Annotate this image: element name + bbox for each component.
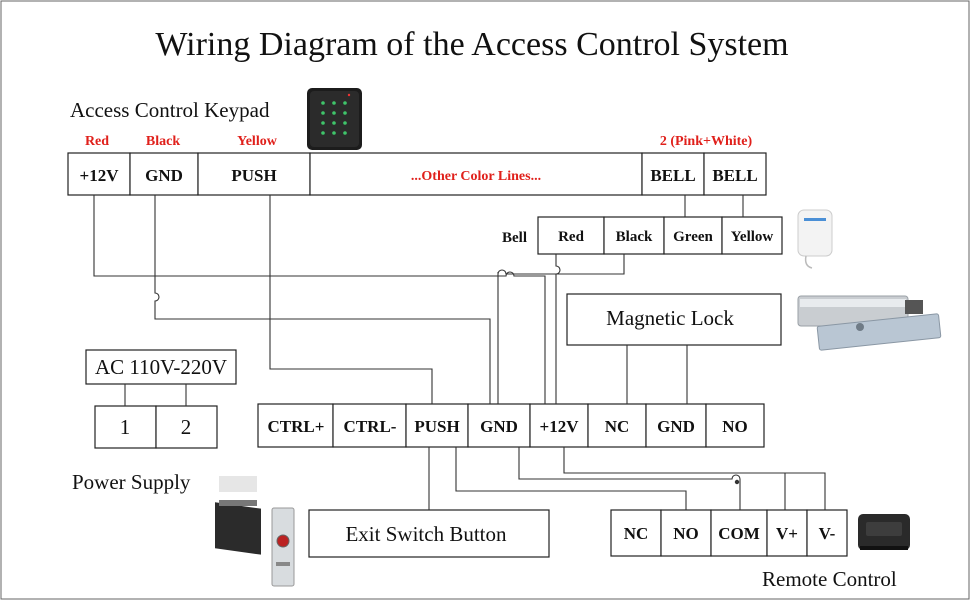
remote-terminal-vplus xyxy=(766,509,808,557)
ac-input-box xyxy=(85,349,237,385)
ac-terminal-2-text: 2 xyxy=(181,415,192,439)
keypad-terminal-strip: +12V GND PUSH ...Other Color Lines... BE… xyxy=(67,152,767,196)
bell-red-text: Red xyxy=(558,229,584,245)
wiring-lines xyxy=(93,195,826,510)
keypad-bell1-text: BELL xyxy=(650,166,695,185)
keypad-bell2-text: BELL xyxy=(712,166,757,185)
wire-color-bell: 2 (Pink+White) xyxy=(660,134,753,149)
bell-terminal-green xyxy=(663,216,723,255)
bell-green-text: Green xyxy=(673,229,713,245)
wire-color-black: Black xyxy=(146,134,180,149)
bell-label: Bell xyxy=(502,230,527,246)
ac-terminal-1-text: 1 xyxy=(120,415,131,439)
remote-terminal-strip: NC NO COM V+ V- xyxy=(610,509,848,557)
wire-to-remote-vminus xyxy=(785,472,826,510)
power-supply-image xyxy=(215,476,261,555)
exit-button-image xyxy=(271,507,295,587)
ps-ctrl-plus-text: CTRL+ xyxy=(268,417,325,436)
wire-color-red: Red xyxy=(85,134,109,149)
remote-receiver-image xyxy=(858,514,910,550)
exit-switch-label: Exit Switch Button xyxy=(345,522,507,546)
keypad-terminal-gnd xyxy=(129,152,199,196)
ac-input-label: AC 110V-220V xyxy=(95,355,227,379)
remote-no-text: NO xyxy=(673,524,699,543)
keypad-terminal-bell-2 xyxy=(703,152,767,196)
wire-12v-to-remote-vplus xyxy=(563,447,786,510)
bell-black-text: Black xyxy=(616,229,653,245)
ps-terminal-push xyxy=(405,403,469,448)
remote-control-label: Remote Control xyxy=(762,567,897,591)
remote-vminus-text: V- xyxy=(819,524,836,543)
keypad-label: Access Control Keypad xyxy=(70,98,270,122)
ps-terminal-12v xyxy=(529,403,589,448)
ps-ctrl-minus-text: CTRL- xyxy=(344,417,397,436)
ps-terminal-nc xyxy=(587,403,647,448)
ps-no-text: NO xyxy=(722,417,748,436)
keypad-image xyxy=(307,88,362,150)
ps-push-text: PUSH xyxy=(414,417,459,436)
exit-switch-box xyxy=(308,509,550,558)
bell-yellow-text: Yellow xyxy=(731,229,774,245)
ps-nc-text: NC xyxy=(605,417,630,436)
ps-12v-text: +12V xyxy=(540,417,580,436)
diagram-title: Wiring Diagram of the Access Control Sys… xyxy=(155,26,788,63)
ps-terminal-gnd-2 xyxy=(645,403,707,448)
keypad-other-text: ...Other Color Lines... xyxy=(411,169,541,184)
wire-keypad-12v xyxy=(93,195,546,404)
bell-terminal-yellow xyxy=(721,216,783,255)
junction-dot xyxy=(734,479,740,485)
wire-exit-2-to-remote-no xyxy=(455,447,687,510)
ac-terminal-2 xyxy=(155,405,218,449)
keypad-terminal-12v xyxy=(67,152,131,196)
remote-com-text: COM xyxy=(718,524,760,543)
keypad-terminal-push xyxy=(197,152,311,196)
remote-vplus-text: V+ xyxy=(776,524,798,543)
wire-bell-black xyxy=(497,254,625,404)
ps-terminal-gnd xyxy=(467,403,531,448)
remote-terminal-vminus xyxy=(806,509,848,557)
bell-terminal-strip: Red Black Green Yellow xyxy=(537,216,783,255)
wire-keypad-gnd xyxy=(154,195,491,404)
wire-bell-red xyxy=(555,254,561,404)
keypad-12v-text: +12V xyxy=(80,166,120,185)
keypad-push-text: PUSH xyxy=(231,166,276,185)
wire-keypad-push xyxy=(269,195,433,404)
doorbell-image xyxy=(797,209,833,269)
ps-terminal-no xyxy=(705,403,765,448)
magnetic-lock-image xyxy=(797,295,942,351)
bell-terminal-black xyxy=(603,216,665,255)
ps-gnd2-text: GND xyxy=(657,417,695,436)
power-supply-label: Power Supply xyxy=(72,470,191,494)
magnetic-lock-box xyxy=(566,293,782,346)
remote-terminal-nc xyxy=(610,509,662,557)
keypad-terminal-bell-1 xyxy=(641,152,705,196)
power-supply-terminal-strip: CTRL+ CTRL- PUSH GND +12V NC GND NO xyxy=(257,403,765,448)
wire-color-yellow: Yellow xyxy=(237,134,278,149)
magnetic-lock-label: Magnetic Lock xyxy=(606,306,734,330)
ps-gnd-text: GND xyxy=(480,417,518,436)
keypad-terminal-other xyxy=(309,152,643,196)
wire-gnd-to-remote-com xyxy=(518,447,741,510)
keypad-gnd-text: GND xyxy=(145,166,183,185)
remote-nc-text: NC xyxy=(624,524,649,543)
